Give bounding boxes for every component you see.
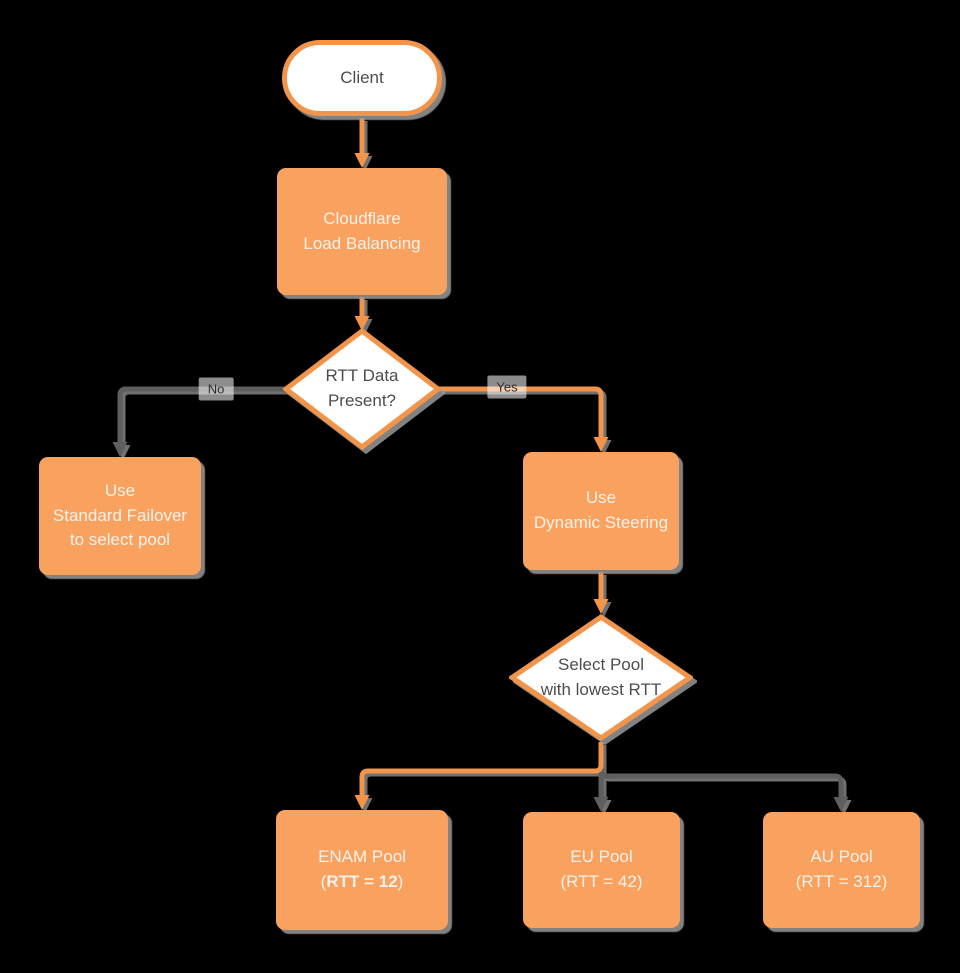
node-select-pool-label: Select Pool with lowest RTT [540,654,662,699]
node-enam-pool-label: ENAM Pool (RTT = 12) [318,847,406,891]
edge-label-yes: Yes [487,375,527,399]
node-dynamic-steering-label: Use Dynamic Steering [533,488,669,532]
node-client-label: Client [340,68,384,87]
node-au-pool-label: AU Pool (RTT = 312) [795,847,888,891]
node-eu-pool: EU Pool (RTT = 42) [523,812,680,928]
edge-label-no: No [198,377,234,401]
node-select-pool-decision: Select Pool with lowest RTT [509,614,693,741]
node-eu-pool-label: EU Pool (RTT = 42) [560,847,643,891]
node-cloudflare-label: Cloudflare Load Balancing [303,208,421,253]
edge-selectpool-to-enam [354,742,604,810]
node-rtt-decision-label: RTT Data Present? [325,366,399,410]
node-enam-pool: ENAM Pool (RTT = 12) [276,810,448,930]
node-cloudflare-load-balancing: Cloudflare Load Balancing [277,168,447,295]
node-au-pool: AU Pool (RTT = 312) [763,812,920,928]
node-use-dynamic-steering: Use Dynamic Steering [523,452,679,570]
diamond-shape [509,614,693,741]
diamond-shape [283,328,441,450]
edge-rtt-to-failover [112,386,287,457]
edge-selectpool-to-au [598,742,849,812]
node-client: Client [282,40,442,116]
node-standard-failover-label: Use Standard Failover to select pool [52,481,188,550]
edge-rtt-to-steering [439,386,609,452]
node-use-standard-failover: Use Standard Failover to select pool [39,457,201,575]
node-rtt-data-present-decision: RTT Data Present? [283,328,441,450]
